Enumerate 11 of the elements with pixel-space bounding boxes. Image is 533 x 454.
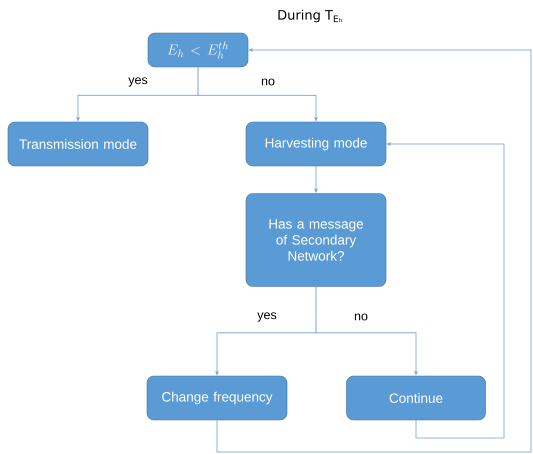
edge-label: no xyxy=(353,312,369,322)
process-box: Has a message of Secondary Network? xyxy=(246,193,386,287)
edge-label: no xyxy=(260,78,276,86)
edge-label: yes xyxy=(256,311,278,323)
process-box: $E_h < E_h^{th}$ xyxy=(148,32,248,68)
process-box: Continue xyxy=(346,376,486,420)
edge-label: yes xyxy=(127,76,149,88)
process-box: Harvesting mode xyxy=(246,122,386,166)
process-box: Change frequency xyxy=(146,376,288,420)
process-box: Transmission mode xyxy=(8,122,148,166)
title: During T$_{Eₕ}$ xyxy=(278,10,342,22)
